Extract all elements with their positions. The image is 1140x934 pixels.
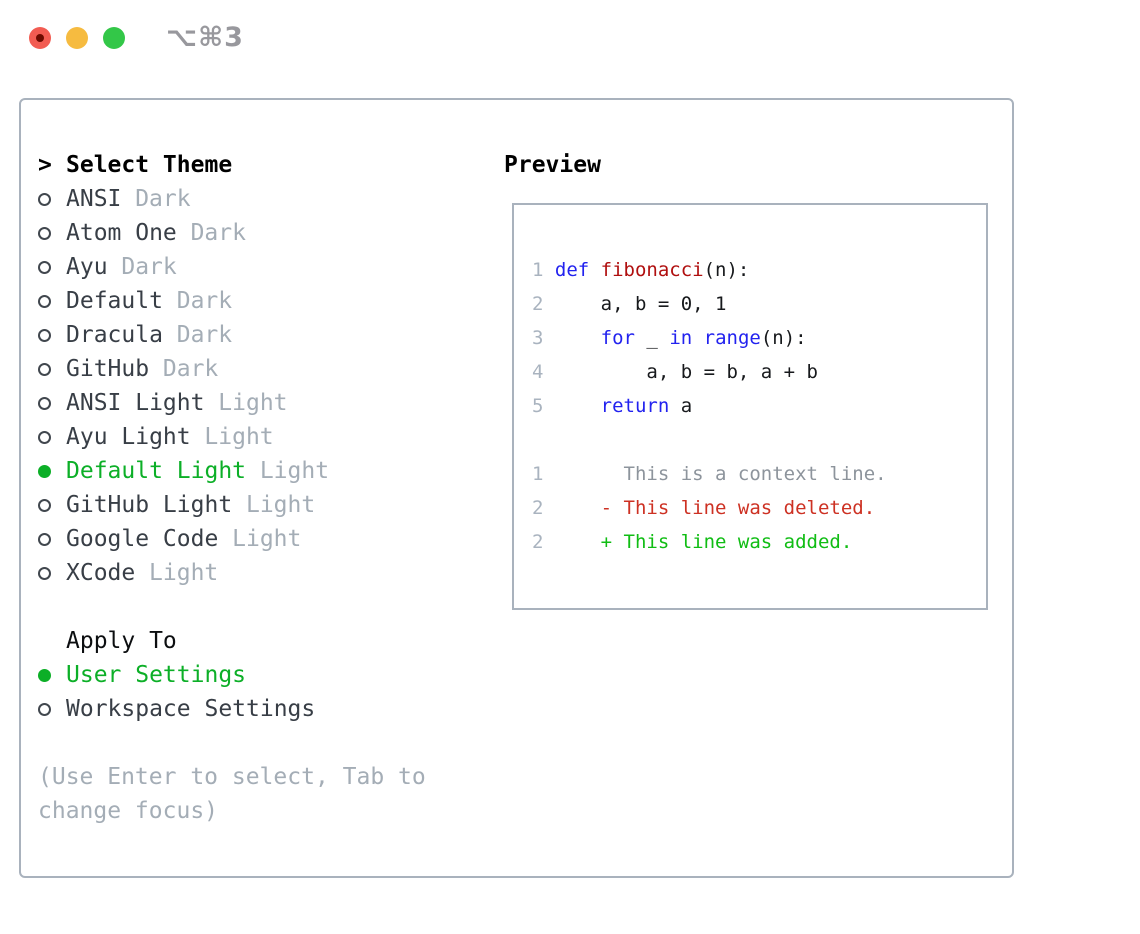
variant-label: Dark (162, 356, 219, 382)
preview-title: Preview (504, 152, 601, 178)
radio-icon (38, 362, 51, 376)
close-dot-icon (36, 34, 44, 42)
radio-icon (38, 260, 51, 274)
radio-icon (38, 328, 51, 342)
apply-option-workspace-settings[interactable]: Workspace Settings (38, 692, 468, 726)
line-number: 2 (532, 293, 555, 315)
apply-option-user-settings[interactable]: User Settings (38, 658, 468, 692)
code-line: 3 for _ in range(n): (532, 327, 807, 349)
variant-label: Dark (176, 288, 233, 314)
radio-icon (38, 430, 51, 444)
variant-label: Light (149, 560, 219, 586)
theme-picker-panel: > Select Theme ANSI Dark Atom One Dark A… (19, 98, 1014, 878)
variant-label: Light (259, 458, 330, 484)
close-button[interactable] (29, 27, 51, 49)
apply-to-title: Apply To (66, 628, 177, 654)
radio-selected-icon (38, 464, 51, 478)
radio-icon (38, 498, 51, 512)
prompt-icon: > (38, 152, 52, 178)
code-preview: 1 def fibonacci(n): 2 a, b = 0, 1 3 for _ … (514, 205, 986, 559)
titlebar: ⌥⌘3 (0, 0, 1140, 76)
variant-label: Light (232, 526, 302, 552)
diff-context-line: 1 This is a context line. (532, 463, 887, 485)
keyboard-hint: (Use Enter to select, Tab to change focu… (38, 764, 426, 824)
line-number: 2 (532, 497, 555, 519)
radio-icon (38, 702, 51, 716)
line-number: 1 (532, 463, 555, 485)
variant-label: Dark (176, 322, 233, 348)
variant-label: Dark (135, 186, 191, 212)
variant-label: Light (245, 492, 316, 518)
preview-box: 1 def fibonacci(n): 2 a, b = 0, 1 3 for _ … (512, 203, 988, 610)
theme-option-github-dark[interactable]: GitHub Dark (38, 352, 468, 386)
theme-option-atom-one-dark[interactable]: Atom One Dark (38, 216, 468, 250)
radio-icon (38, 226, 51, 240)
line-number: 3 (532, 327, 555, 349)
code-line: 2 a, b = 0, 1 (532, 293, 727, 315)
diff-deleted-line: 2 - This line was deleted. (532, 497, 876, 519)
window-shortcut-label: ⌥⌘3 (166, 22, 244, 53)
select-theme-title: Select Theme (66, 152, 233, 178)
radio-icon (38, 566, 51, 580)
line-number: 4 (532, 361, 555, 383)
theme-option-ansi-dark[interactable]: ANSI Dark (38, 182, 468, 216)
theme-option-ayu-light[interactable]: Ayu Light Light (38, 420, 468, 454)
apply-to-header: Apply To (38, 624, 468, 658)
maximize-button[interactable] (103, 27, 125, 49)
code-line: 5 return a (532, 395, 693, 417)
theme-option-github-light[interactable]: GitHub Light Light (38, 488, 468, 522)
radio-icon (38, 532, 51, 546)
theme-option-default-light[interactable]: Default Light Light (38, 454, 468, 488)
code-line: 1 def fibonacci(n): (532, 259, 750, 281)
line-number: 2 (532, 531, 555, 553)
theme-option-default-dark[interactable]: Default Dark (38, 284, 468, 318)
theme-option-ansi-light[interactable]: ANSI Light Light (38, 386, 468, 420)
radio-selected-icon (38, 668, 51, 682)
variant-label: Dark (121, 254, 177, 280)
code-line: 4 a, b = b, a + b (532, 361, 818, 383)
select-theme-header: > Select Theme (38, 148, 468, 182)
theme-option-ayu-dark[interactable]: Ayu Dark (38, 250, 468, 284)
theme-option-xcode[interactable]: XCode Light (38, 556, 468, 590)
variant-label: Light (218, 390, 288, 416)
line-number: 5 (532, 395, 555, 417)
minimize-button[interactable] (66, 27, 88, 49)
theme-option-dracula-dark[interactable]: Dracula Dark (38, 318, 468, 352)
theme-option-google-code[interactable]: Google Code Light (38, 522, 468, 556)
radio-icon (38, 192, 51, 206)
variant-label: Dark (190, 220, 246, 246)
theme-list: > Select Theme ANSI Dark Atom One Dark A… (38, 148, 468, 828)
blank-line (532, 423, 986, 457)
radio-icon (38, 294, 51, 308)
variant-label: Light (204, 424, 274, 450)
radio-icon (38, 396, 51, 410)
line-number: 1 (532, 259, 555, 281)
diff-added-line: 2 + This line was added. (532, 531, 853, 553)
